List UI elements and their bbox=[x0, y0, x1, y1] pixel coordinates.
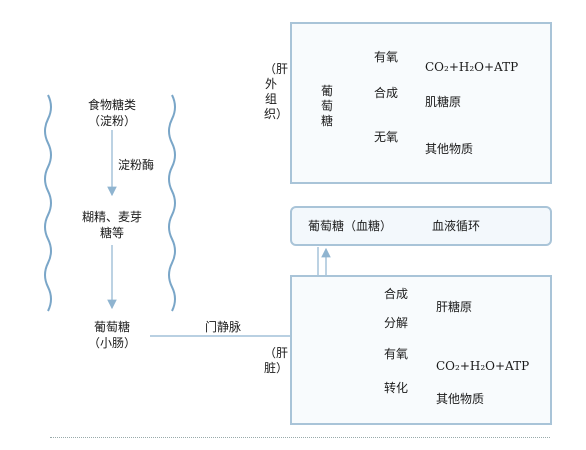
extrahepatic-aerobic-product: CO₂+H₂O+ATP bbox=[425, 60, 519, 74]
dextrin-maltose-label: 糊精、麦芽 bbox=[81, 210, 142, 224]
small-intestine-label: （小肠） bbox=[87, 336, 136, 350]
portal-vein-label: 门静脉 bbox=[205, 320, 242, 334]
liver-aerobic-product: CO₂+H₂O+ATP bbox=[436, 359, 530, 373]
liver-synthesis: 合成 bbox=[384, 287, 409, 301]
liver-conversion-product: 其他物质 bbox=[436, 392, 485, 406]
extrahepatic-box bbox=[290, 22, 552, 184]
extrahepatic-anaerobic-product: 其他物质 bbox=[425, 142, 474, 156]
extrahepatic-anaerobic: 无氧 bbox=[374, 130, 399, 144]
extrahepatic-synthesis-product: 肌糖原 bbox=[425, 95, 462, 109]
extrahepatic-aerobic: 有氧 bbox=[374, 50, 399, 64]
sugars-etc-label: 糖等 bbox=[99, 226, 124, 240]
blood-box bbox=[290, 206, 552, 246]
extrahepatic-glucose: 葡萄糖 bbox=[320, 84, 333, 128]
liver-decomposition: 分解 bbox=[384, 316, 409, 330]
food-sugar-label: 食物糖类 bbox=[87, 98, 136, 112]
liver-box bbox=[290, 275, 552, 425]
blood-circulation-label: 血液循环 bbox=[432, 219, 481, 233]
intestine-wall-left bbox=[44, 94, 52, 312]
extrahepatic-title: （肝外组织） bbox=[264, 62, 289, 121]
footer-dotted-rule bbox=[50, 437, 550, 438]
extrahepatic-synthesis: 合成 bbox=[374, 86, 399, 100]
liver-title: （肝脏） bbox=[264, 346, 289, 375]
starch-label: （淀粉） bbox=[87, 114, 136, 128]
blood-glucose-label: 葡萄糖（血糖） bbox=[308, 219, 393, 233]
intestine-wall-right bbox=[168, 94, 176, 312]
amylase-label: 淀粉酶 bbox=[118, 158, 155, 172]
intestine-glucose-label: 葡萄糖 bbox=[93, 320, 130, 334]
liver-glycogen: 肝糖原 bbox=[436, 300, 473, 314]
liver-aerobic: 有氧 bbox=[384, 347, 409, 361]
liver-conversion: 转化 bbox=[384, 381, 409, 395]
